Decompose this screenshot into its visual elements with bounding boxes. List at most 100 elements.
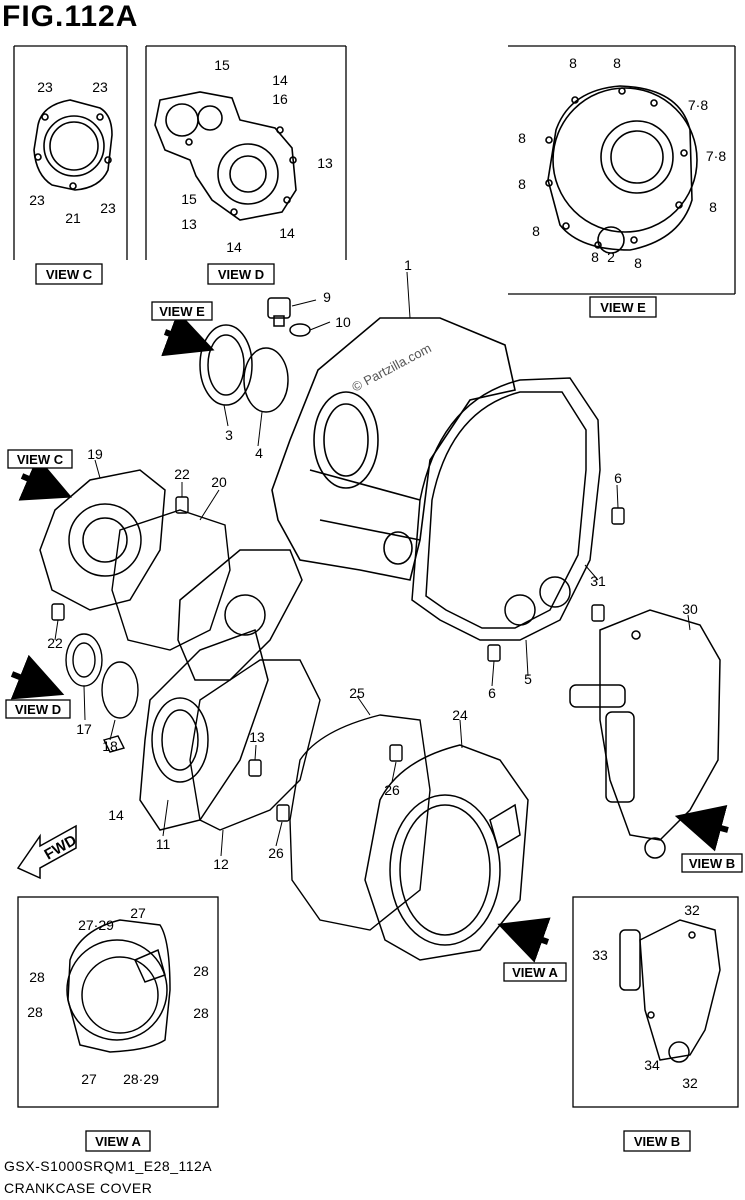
callout: 8 (569, 55, 577, 71)
callout: 20 (211, 474, 227, 490)
callout: 18 (102, 738, 118, 754)
gasket-12-drawing (189, 659, 321, 831)
callout: 13 (249, 729, 265, 745)
callout: 3 (225, 427, 233, 443)
callout: 23 (100, 200, 116, 216)
callout: 25 (349, 685, 365, 701)
callout: 30 (682, 601, 698, 617)
callout: 27 (81, 1071, 97, 1087)
callout: 15 (181, 191, 197, 207)
callout: 13 (317, 155, 333, 171)
view-e-cover-drawing (545, 85, 698, 254)
view-a-label: VIEW A (95, 1134, 141, 1149)
view-b-label: VIEW B (634, 1134, 680, 1149)
callout: 8 (591, 249, 599, 265)
callout: 22 (174, 466, 190, 482)
main-view-c-label: VIEW C (17, 452, 64, 467)
view-d-cover-drawing (154, 91, 297, 221)
arrow-view-e (161, 311, 215, 357)
inset-view-e (508, 45, 736, 295)
callout: 4 (255, 445, 263, 461)
view-b-guard-drawing (619, 919, 721, 1063)
inset-view-b (572, 896, 739, 1108)
callout: 8 (709, 199, 717, 215)
arrow-view-b (674, 804, 729, 852)
figure-name: CRANKCASE COVER (4, 1180, 153, 1196)
leader-lines (54, 271, 691, 857)
callout: 9 (323, 289, 331, 305)
view-a-cover-drawing (66, 919, 171, 1053)
callout: 8 (518, 176, 526, 192)
figure-title: FIG.112A (2, 0, 139, 33)
watermark: © Partzilla.com (349, 340, 433, 394)
oil-filler-cap-drawing (267, 297, 311, 337)
callout: 33 (592, 947, 608, 963)
main-view-d-label: VIEW D (15, 702, 61, 717)
callout: 21 (65, 210, 81, 226)
callout: 10 (335, 314, 351, 330)
callout: 8 (634, 255, 642, 271)
guard-30-drawing (569, 609, 721, 859)
callout: 8 (613, 55, 621, 71)
callout: 27·29 (78, 917, 114, 933)
callout: 31 (590, 573, 606, 589)
callout: 11 (156, 836, 171, 852)
main-view-a-label: VIEW A (512, 965, 558, 980)
gasket-20-drawing (111, 509, 231, 651)
gasket-25-drawing (289, 714, 431, 931)
inset-view-a (17, 896, 219, 1108)
fwd-arrow-icon: FWD (16, 824, 80, 880)
callout: 6 (614, 470, 622, 486)
arrow-view-d (10, 654, 65, 700)
view-e-label: VIEW E (600, 300, 646, 315)
callout: 24 (452, 707, 468, 723)
clutch-cover-gasket-drawing (411, 377, 601, 641)
arrow-view-c (18, 456, 73, 501)
callout: 14 (226, 239, 242, 255)
callout: 6 (488, 685, 496, 701)
callout: 14 (272, 72, 288, 88)
callout: 2 (607, 249, 615, 265)
generator-cover-drawing (139, 629, 269, 831)
callout: 32 (684, 902, 700, 918)
view-c-cover-drawing (33, 99, 113, 191)
arrow-view-a (497, 917, 551, 963)
inset-view-c (13, 45, 128, 260)
callout: 14 (108, 807, 124, 823)
main-view-e-label: VIEW E (159, 304, 205, 319)
callout: 28 (27, 1004, 43, 1020)
view-direction-arrows (10, 311, 729, 963)
callout: 14 (279, 225, 295, 241)
callout: 12 (213, 856, 229, 872)
callout: 1 (404, 257, 412, 273)
view-c-label: VIEW C (46, 267, 93, 282)
callout: 22 (47, 635, 63, 651)
callout: 13 (181, 216, 197, 232)
callout: 7·8 (706, 148, 726, 164)
callout: 26 (268, 845, 284, 861)
small-parts-drawing (51, 496, 625, 822)
callout: 32 (682, 1075, 698, 1091)
callout: 23 (37, 79, 53, 95)
callout: 27 (130, 905, 146, 921)
callout: 19 (87, 446, 103, 462)
callout: 26 (384, 782, 400, 798)
callout: 8 (518, 130, 526, 146)
main-view-b-label: VIEW B (689, 856, 735, 871)
callout: 17 (76, 721, 92, 737)
callout: 28 (29, 969, 45, 985)
callout: 23 (29, 192, 45, 208)
figure-code: GSX-S1000SRQM1_E28_112A (4, 1158, 213, 1174)
callout: 16 (272, 91, 288, 107)
oil-seal-and-oring-drawing (199, 324, 289, 413)
callout: 28 (193, 1005, 209, 1021)
callout: 23 (92, 79, 108, 95)
callout: 8 (532, 223, 540, 239)
callout: 15 (214, 57, 230, 73)
crankcase-body-drawing (271, 317, 516, 581)
clutch-cover-24-drawing (364, 744, 529, 961)
water-pump-cover-drawing (177, 549, 303, 681)
view-c-cover-main-drawing (39, 469, 166, 611)
callout: 28·29 (123, 1071, 159, 1087)
